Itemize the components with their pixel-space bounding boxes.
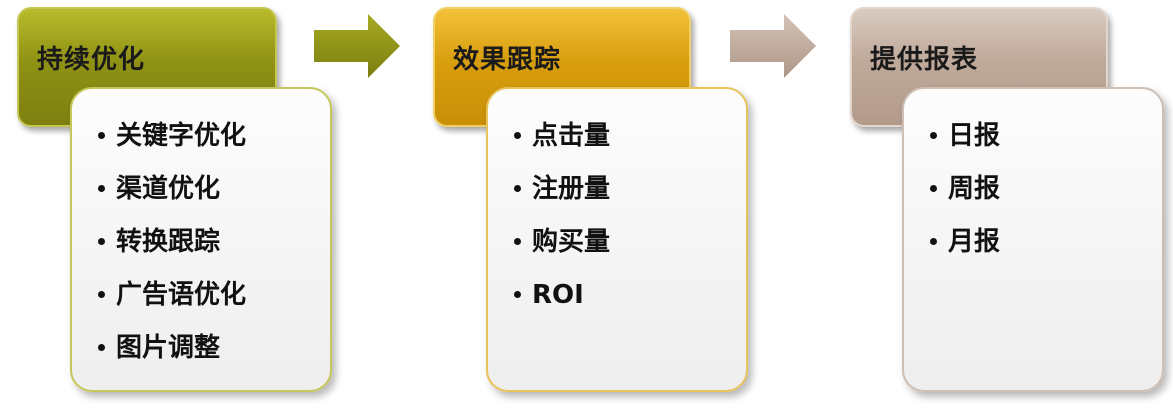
arrow-right-icon (730, 14, 816, 78)
bullet-icon (514, 132, 521, 139)
arrow-right-icon (314, 14, 400, 78)
list-item: 广告语优化 (98, 274, 330, 327)
bullet-icon (930, 132, 937, 139)
stage-title-1: 持续优化 (37, 45, 146, 75)
stage-card-2: 点击量 注册量 购买量 ROI (486, 87, 748, 392)
stage-list-1: 关键字优化 渠道优化 转换跟踪 广告语优化 图片调整 (72, 115, 330, 380)
bullet-icon (930, 238, 937, 245)
bullet-icon (98, 344, 105, 351)
list-item: 注册量 (514, 168, 746, 221)
list-item: 月报 (930, 221, 1162, 274)
stage-card-1: 关键字优化 渠道优化 转换跟踪 广告语优化 图片调整 (70, 87, 332, 392)
stage-title-3: 提供报表 (870, 45, 979, 75)
bullet-icon (98, 185, 105, 192)
stage-list-2: 点击量 注册量 购买量 ROI (488, 115, 746, 327)
bullet-icon (514, 291, 521, 298)
stage-title-2: 效果跟踪 (453, 45, 562, 75)
list-item: 渠道优化 (98, 168, 330, 221)
bullet-icon (98, 238, 105, 245)
list-item: 点击量 (514, 115, 746, 168)
bullet-icon (514, 238, 521, 245)
list-item: 转换跟踪 (98, 221, 330, 274)
list-item: 图片调整 (98, 327, 330, 380)
bullet-icon (930, 185, 937, 192)
list-item: 购买量 (514, 221, 746, 274)
list-item: ROI (514, 274, 746, 327)
bullet-icon (514, 185, 521, 192)
list-item: 关键字优化 (98, 115, 330, 168)
bullet-icon (98, 132, 105, 139)
list-item: 日报 (930, 115, 1162, 168)
stage-card-3: 日报 周报 月报 (902, 87, 1164, 392)
bullet-icon (98, 291, 105, 298)
list-item: 周报 (930, 168, 1162, 221)
stage-list-3: 日报 周报 月报 (904, 115, 1162, 274)
